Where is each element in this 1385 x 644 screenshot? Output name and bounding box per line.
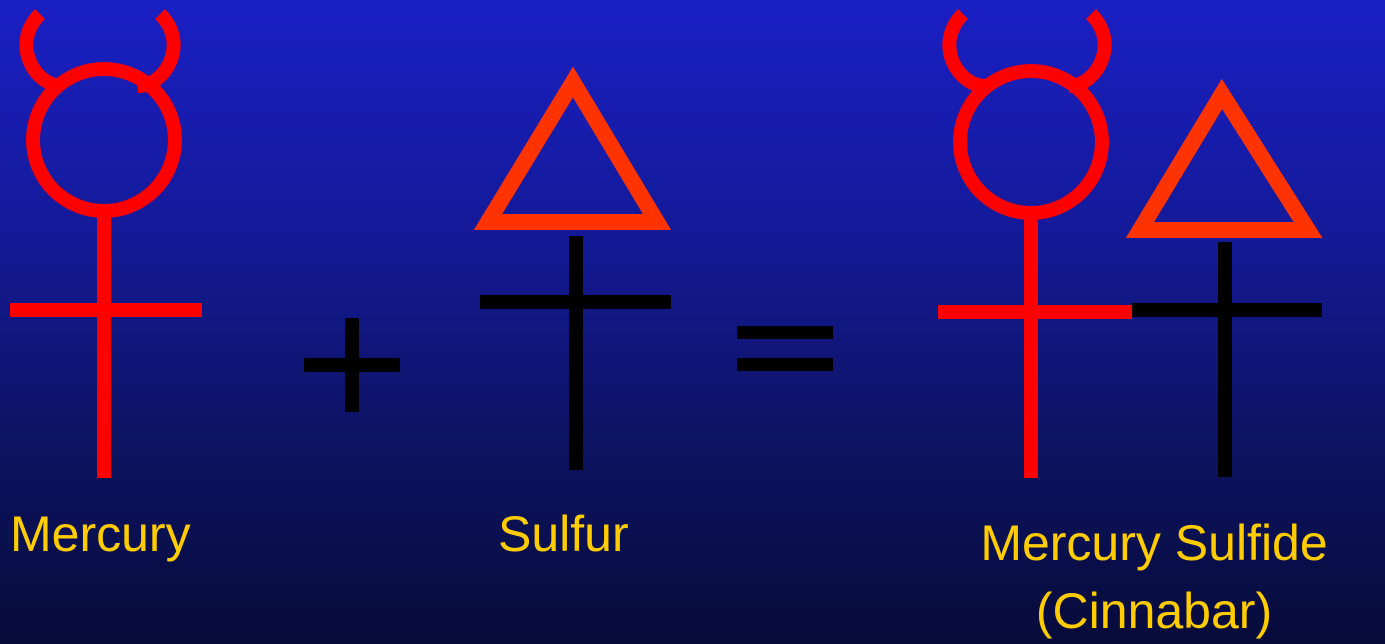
sulfur-triangle: [473, 66, 672, 230]
cinnabar-mercury-part: [938, 9, 1132, 478]
compound-name: Mercury Sulfide: [980, 515, 1328, 571]
sulfur-label: Sulfur: [498, 506, 629, 562]
cinnabar-symbol-icon: [938, 9, 1323, 478]
compound-label: Mercury Sulfide (Cinnabar): [934, 509, 1374, 644]
equals-sign: [737, 326, 833, 371]
sulfur-symbol-icon: [473, 66, 672, 470]
mercury-circle: [26, 62, 182, 218]
plus-sign: [304, 318, 400, 412]
compound-common-name: (Cinnabar): [1035, 583, 1273, 639]
mercury-symbol-icon: [10, 9, 202, 478]
mercury-label: Mercury: [10, 506, 191, 562]
cinnabar-sulfur-part: [1125, 78, 1323, 477]
